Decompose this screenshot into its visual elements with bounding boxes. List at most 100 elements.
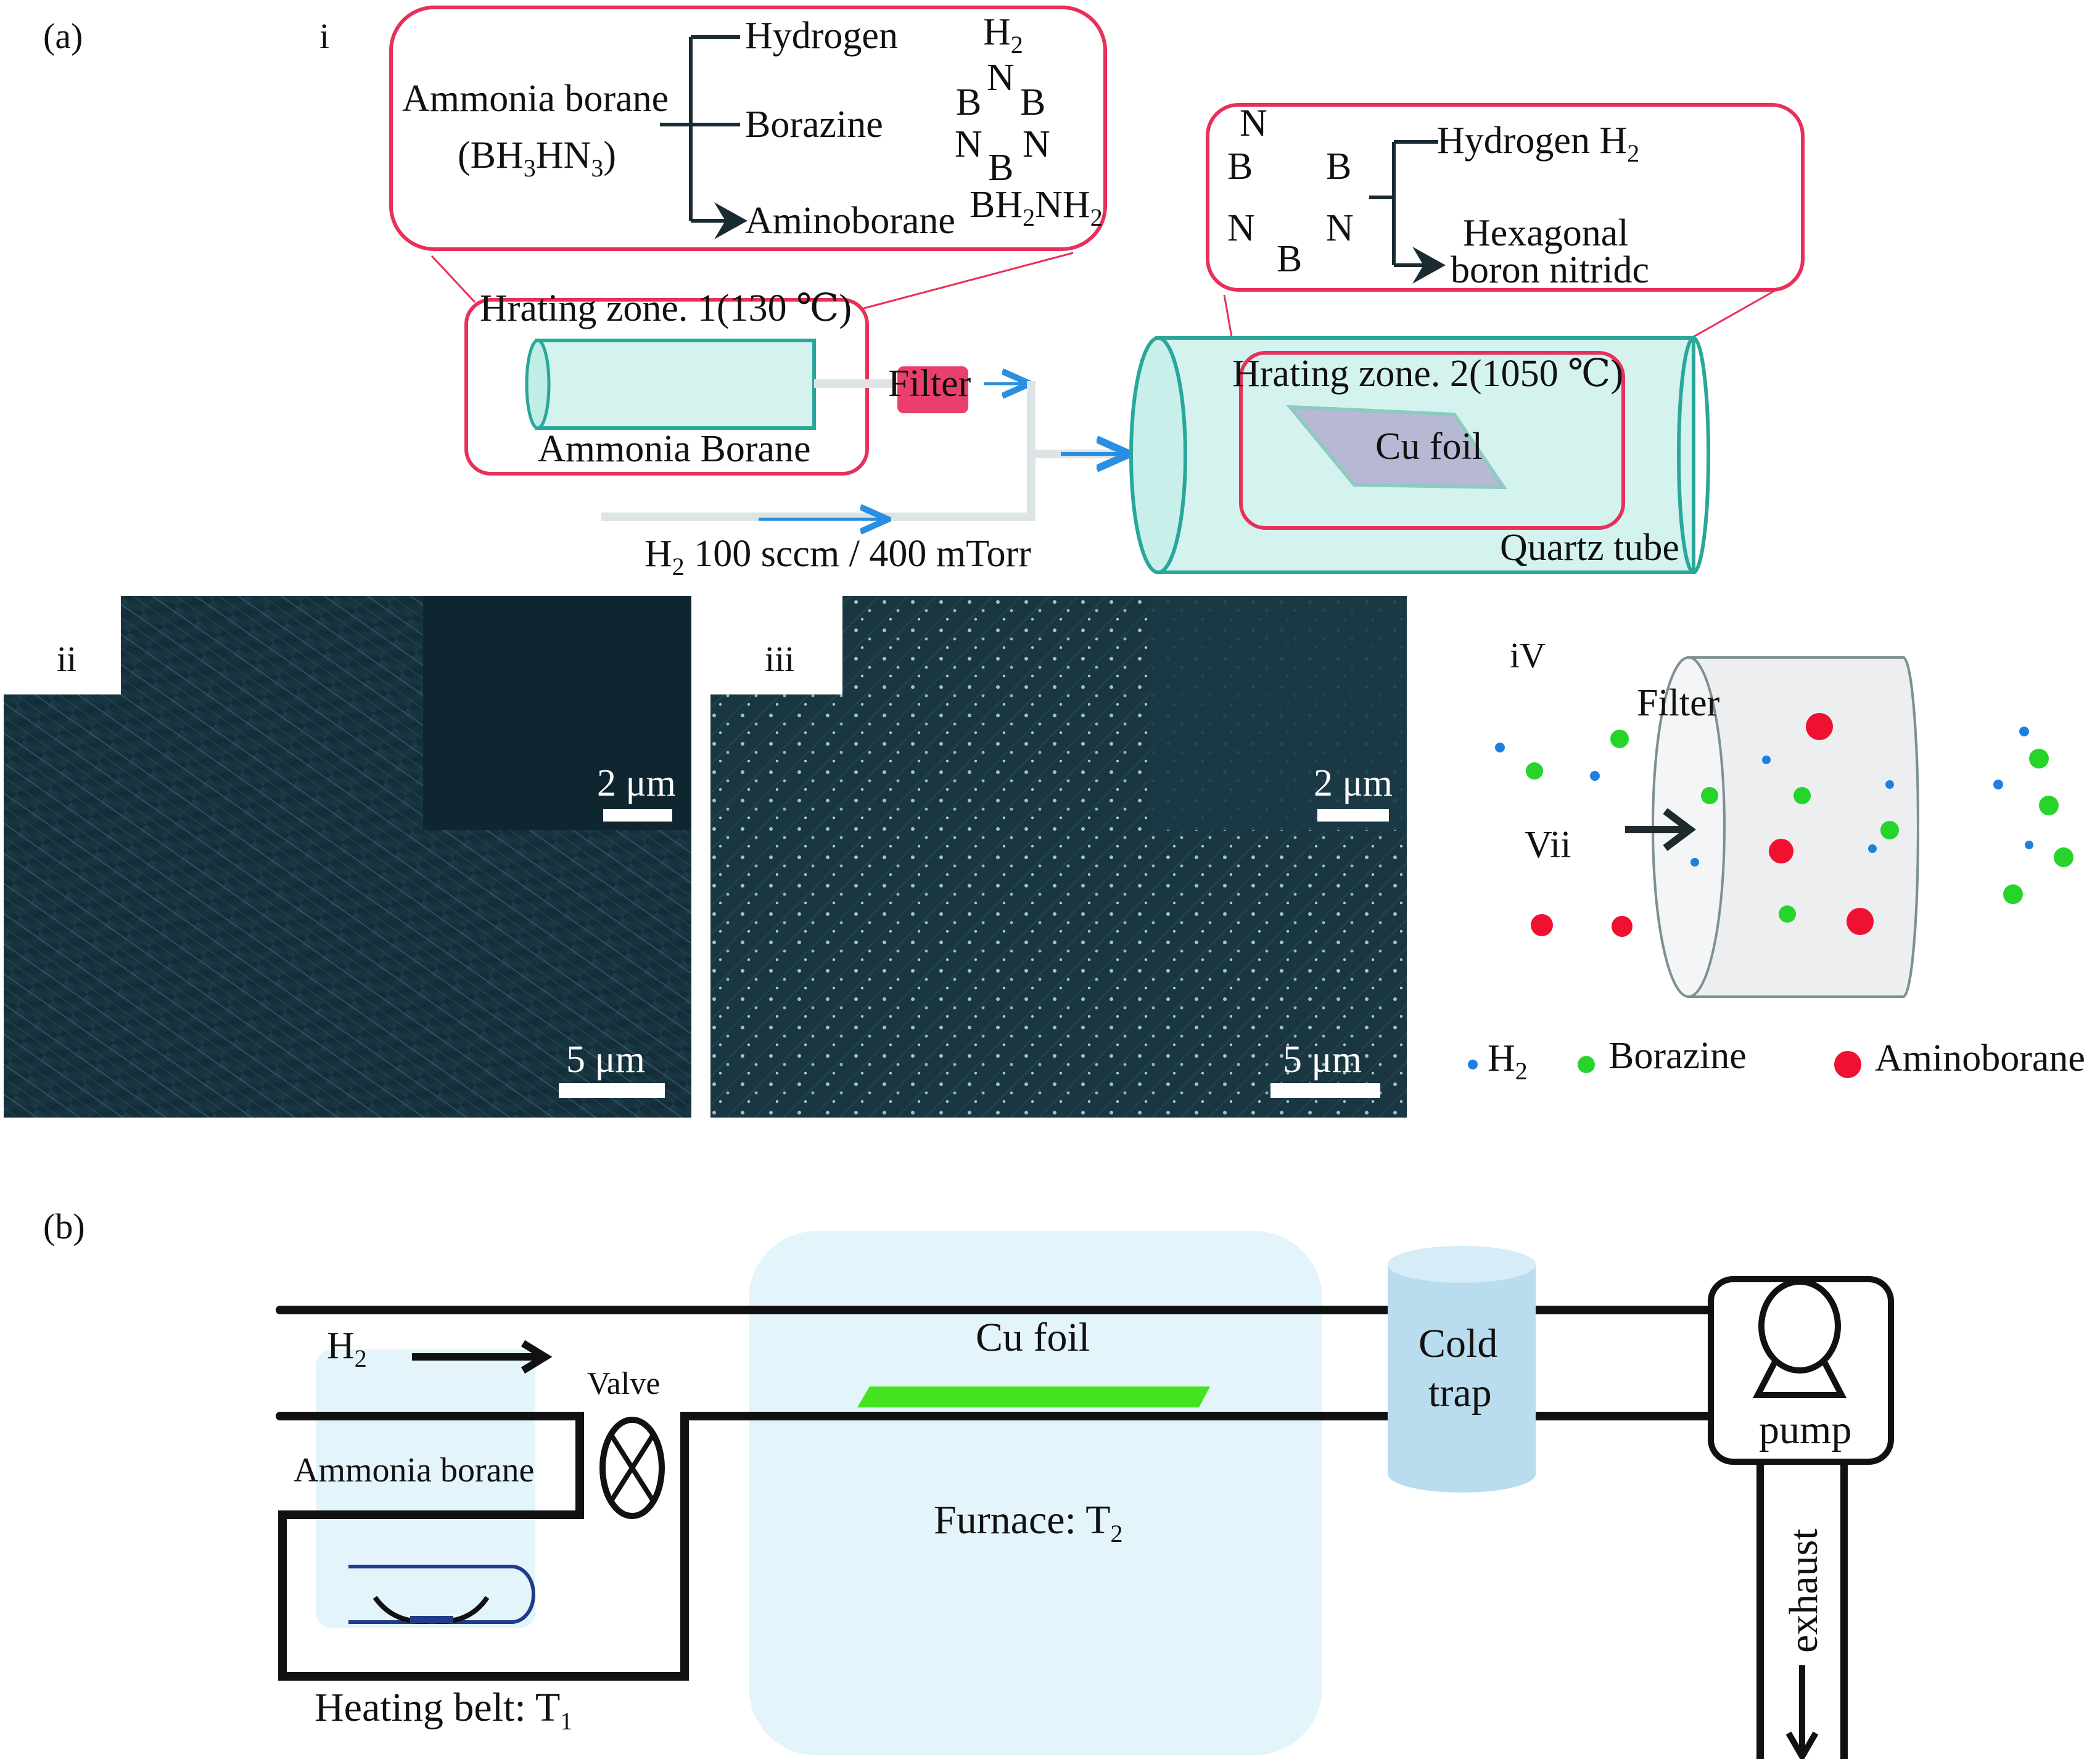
particle-aminoborane — [1806, 713, 1833, 740]
panel-b-label: (b) — [43, 1206, 85, 1246]
filter-label: Filter — [888, 363, 971, 405]
borazine-ring: N B B N N B — [1227, 102, 1354, 280]
product-hydrogen-h2: Hydrogen H2 — [1437, 120, 1639, 167]
pump[interactable]: pump — [1708, 1276, 1894, 1465]
zone2-title: Hrating zone. 2(1050 ℃) — [1232, 353, 1623, 395]
scale-main-iii: 5 μm — [1283, 1039, 1362, 1081]
legend-swatch-aminoborane — [1834, 1051, 1861, 1078]
gas-h2-label: H2 — [327, 1325, 367, 1372]
svg-text:B: B — [1326, 146, 1351, 187]
product-borazine: Borazine — [745, 104, 883, 146]
legend-aminoborane: Aminoborane — [1875, 1037, 2085, 1079]
particle-borazine — [2003, 884, 2023, 904]
cold-trap-line2: trap — [1428, 1370, 1492, 1415]
filter-block — [897, 366, 968, 413]
pump-icon — [1758, 1279, 1841, 1374]
legend: H2 Borazine Aminoborane — [1468, 1035, 2085, 1085]
tube-label: Quartz tube — [1500, 527, 1679, 569]
quartz-tube: Hrating zone. 2(1050 ℃) Cu foil Quartz t… — [1129, 336, 1710, 574]
sem-image-ii: ii 2 μm 5 μm — [4, 596, 691, 1118]
particle-h2 — [1885, 780, 1894, 789]
cu-foil — [857, 1386, 1210, 1407]
particle-h2 — [1690, 858, 1699, 867]
subpanel-ii-label: ii — [57, 639, 76, 679]
cold-trap: Cold trap — [1388, 1246, 1536, 1493]
svg-text:N: N — [1326, 207, 1354, 249]
product-hbn-line2: boron nitridc — [1451, 249, 1649, 291]
cold-trap-line1: Cold — [1419, 1321, 1497, 1366]
source-label: Ammonia borane — [294, 1451, 534, 1489]
svg-text:B: B — [956, 81, 981, 123]
scale-bar-inset-iii — [1317, 809, 1389, 822]
source-boat — [348, 1565, 535, 1624]
particle-aminoborane — [1531, 914, 1553, 936]
particle-borazine — [1610, 730, 1629, 748]
particle-borazine — [2029, 749, 2049, 768]
subpanel-iii-label: iii — [765, 639, 794, 679]
arrow-label-vii: Vii — [1525, 824, 1571, 866]
exhaust-arrow-icon — [1785, 1665, 1819, 1759]
product-hbn-line1: Hexagonal — [1463, 212, 1629, 254]
filter-schematic: iV Filter Vii — [1495, 635, 2073, 998]
panel-a-label: (a) — [43, 16, 83, 56]
subpanel-iv-label: iV — [1510, 635, 1546, 675]
scale-inset-iii: 2 μm — [1314, 762, 1393, 804]
particle-h2 — [1993, 780, 2003, 789]
borazine-structure: N B B N N B — [955, 57, 1050, 189]
particle-borazine — [2039, 796, 2059, 815]
flow-arrow-icon — [1625, 808, 1696, 851]
svg-text:B: B — [1277, 238, 1302, 280]
particles — [1495, 713, 2073, 937]
particle-h2 — [1495, 743, 1505, 752]
heater-label: Heating belt: T1 — [315, 1685, 572, 1735]
reactant-name: Ammonia borane — [402, 78, 669, 120]
svg-text:N: N — [1023, 123, 1050, 165]
svg-text:B: B — [988, 147, 1013, 189]
zone2-substrate: Cu foil — [1375, 426, 1483, 468]
h2-flow-arrow-icon — [412, 1340, 553, 1374]
scale-inset-ii: 2 μm — [597, 762, 676, 804]
particle-borazine — [1793, 787, 1811, 804]
product-aminoborane: Aminoborane — [745, 200, 955, 242]
scale-bar-main-ii — [559, 1083, 665, 1098]
heating-zone-1: Hrating zone. 1(130 ℃) Ammonia Borane — [464, 287, 869, 476]
svg-text:B: B — [1227, 146, 1253, 187]
scale-bar-inset-ii — [603, 809, 672, 822]
valve-icon[interactable] — [599, 1417, 665, 1519]
svg-text:N: N — [987, 57, 1015, 99]
svg-text:N: N — [1227, 207, 1255, 249]
pump-label: pump — [1759, 1407, 1851, 1452]
legend-swatch-borazine — [1578, 1056, 1595, 1073]
particle-h2 — [1762, 756, 1771, 764]
cu-foil-label: Cu foil — [976, 1315, 1090, 1360]
reaction-box: Ammonia borane (BH3HN3) Hydrogen Borazin… — [389, 6, 1107, 249]
particle-borazine — [1526, 762, 1543, 780]
reactant-formula: (BH3HN3) — [458, 134, 616, 182]
subpanel-i-label: i — [319, 16, 329, 56]
svg-text:N: N — [955, 123, 982, 165]
particle-h2 — [2025, 841, 2033, 849]
particle-aminoborane — [1769, 839, 1793, 863]
legend-borazine: Borazine — [1608, 1035, 1747, 1077]
scale-bar-main-iii — [1270, 1083, 1380, 1098]
legend-h2: H2 — [1488, 1037, 1528, 1085]
particle-aminoborane — [1612, 916, 1633, 937]
valve-label: Valve — [587, 1366, 660, 1401]
particle-aminoborane — [1847, 908, 1874, 935]
svg-text:N: N — [1240, 102, 1267, 144]
zone1-label: Ammonia Borane — [538, 428, 811, 470]
particle-h2 — [1868, 844, 1877, 853]
carrier-gas-label: H2 100 sccm / 400 mTorr — [644, 533, 1031, 580]
particle-borazine — [1701, 787, 1718, 804]
exhaust-label: exhaust — [1781, 1528, 1826, 1653]
svg-text:B: B — [1020, 81, 1045, 123]
furnace-label: Furnace: T2 — [934, 1497, 1123, 1547]
formula-aminoborane: BH2NH2 — [970, 184, 1103, 231]
furnace — [749, 1231, 1322, 1755]
filter-iv-label: Filter — [1637, 682, 1720, 724]
particle-borazine — [1779, 905, 1796, 923]
zone1-title: Hrating zone. 1(130 ℃) — [480, 287, 852, 329]
scale-main-ii: 5 μm — [566, 1039, 645, 1081]
product-hydrogen: Hydrogen — [745, 15, 898, 57]
